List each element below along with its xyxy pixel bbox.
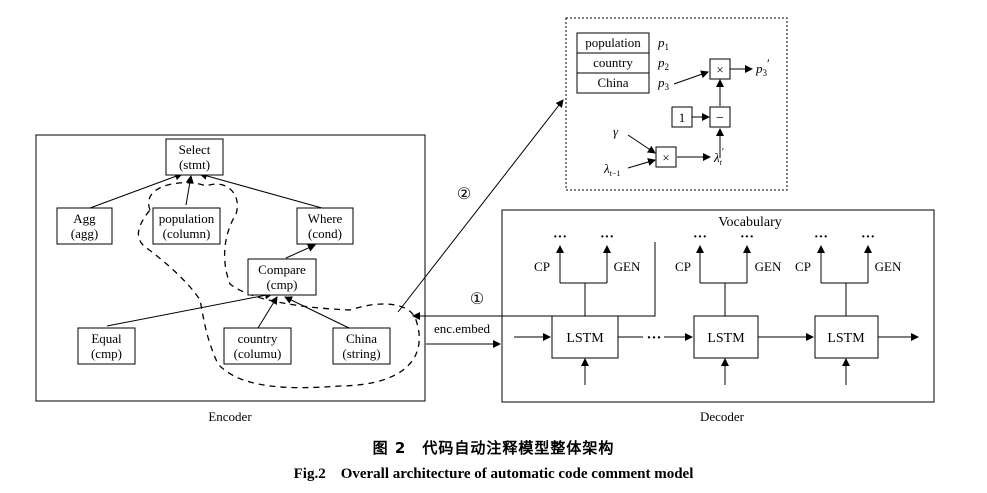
output-ellipsis: ··· (600, 230, 614, 245)
tree-node-where: Where (cond) (296, 207, 354, 245)
cp-label-1: CP (534, 259, 550, 274)
cp-label-3: CP (795, 259, 811, 274)
node-name: Agg (73, 211, 96, 226)
node-name: population (159, 211, 215, 226)
tree-node-select: Select (stmt) (165, 138, 224, 176)
lstm-cell-1: LSTM (551, 315, 619, 359)
tree-node-equal: Equal (cmp) (77, 327, 136, 365)
edge-country-compare (257, 296, 278, 329)
output-ellipsis: ··· (553, 230, 567, 245)
figure-caption-en: Fig.2 Overall architecture of automatic … (293, 466, 694, 482)
lstm-cell-3: LSTM (814, 315, 879, 359)
connectors (397, 99, 656, 348)
prob-p2: p2 (657, 55, 669, 72)
svg-text:−: − (716, 111, 724, 126)
output-p3-prime: p3′ (755, 56, 770, 78)
multiply-op-bottom (655, 146, 677, 168)
output-ellipsis: ··· (861, 230, 875, 245)
node-type: (stmt) (179, 157, 210, 172)
vocabulary-label: Vocabulary (718, 215, 782, 230)
edge-equal-compare (106, 291, 273, 327)
output-ellipsis: ··· (740, 230, 754, 245)
encoder-label: Encoder (208, 409, 252, 424)
svg-text:×: × (716, 62, 723, 77)
tree-edges (89, 172, 350, 329)
svg-text:LSTM: LSTM (566, 331, 604, 346)
tree-node-compare: Compare (cmp) (247, 258, 317, 296)
node-type: (cmp) (266, 277, 297, 292)
attention-region (137, 182, 420, 389)
node-name: country (238, 331, 278, 346)
node-name: Compare (258, 262, 306, 277)
one-constant (671, 106, 693, 128)
marker-two: ② (457, 186, 471, 203)
figure-caption-zh: 图 2 代码自动注释模型整体架构 (372, 439, 615, 457)
node-name: Select (179, 142, 211, 157)
tree-node-china: China (string) (332, 327, 391, 365)
marker-one: ① (470, 291, 484, 308)
svg-text:×: × (662, 150, 669, 165)
arrow-to-copy-mechanism (397, 99, 564, 313)
tree-node-country: country (columu) (223, 327, 292, 365)
output-ellipsis: ··· (814, 230, 828, 245)
encoder-frame (35, 134, 426, 402)
node-name: Where (308, 211, 343, 226)
copy-feedback-arrow (412, 242, 656, 320)
minus-op (709, 106, 731, 128)
between-cells-ellipsis: ··· (646, 330, 661, 346)
word-population: population (585, 35, 641, 50)
svg-text:LSTM: LSTM (827, 331, 865, 346)
edge-agg-select (89, 172, 183, 209)
decoder-panel: Decoder Vocabulary (501, 209, 935, 424)
copy-mechanism-panel: population country China p1 p2 p3 × − 1 … (565, 17, 788, 191)
gen-label-3: GEN (875, 259, 902, 274)
word-country: country (593, 55, 633, 70)
lambda-t-prime: λt′ (713, 147, 724, 167)
decoder-frame (501, 209, 935, 403)
prob-p1: p1 (657, 35, 669, 52)
output-ellipsis: ··· (693, 230, 707, 245)
edge-population-select (185, 175, 194, 206)
encoder-panel: Encoder Select (stmt) Agg (agg) populati… (35, 134, 426, 424)
gen-label-1: GEN (614, 259, 641, 274)
gen-label-2: GEN (755, 259, 782, 274)
tree-node-population: population (column) (152, 207, 221, 245)
enc-embed-label: enc.embed (434, 321, 490, 336)
node-type: (cond) (308, 226, 342, 241)
node-type: (string) (342, 346, 380, 361)
svg-text:LSTM: LSTM (707, 331, 745, 346)
decoder-label: Decoder (700, 409, 745, 424)
node-name: Equal (91, 331, 122, 346)
lambda-prev: λt−1 (603, 161, 620, 178)
lstm-cell-2: LSTM (693, 315, 759, 359)
cp-label-2: CP (675, 259, 691, 274)
copy-mechanism-frame (565, 17, 788, 191)
node-type: (column) (163, 226, 211, 241)
multiply-op-top (709, 58, 731, 80)
node-name: China (346, 331, 377, 346)
edge-china-compare (284, 296, 350, 329)
gamma-symbol: γ (613, 124, 619, 139)
prob-p3: p3 (657, 75, 670, 92)
tree-node-agg: Agg (agg) (56, 207, 113, 245)
vocab-word-table: population country China (576, 32, 650, 94)
word-china: China (597, 75, 628, 90)
edge-where-select (199, 172, 323, 209)
node-type: (columu) (234, 346, 282, 361)
node-type: (agg) (71, 226, 98, 241)
edge-compare-where (285, 244, 316, 259)
svg-text:1: 1 (679, 110, 686, 125)
node-type: (cmp) (91, 346, 122, 361)
